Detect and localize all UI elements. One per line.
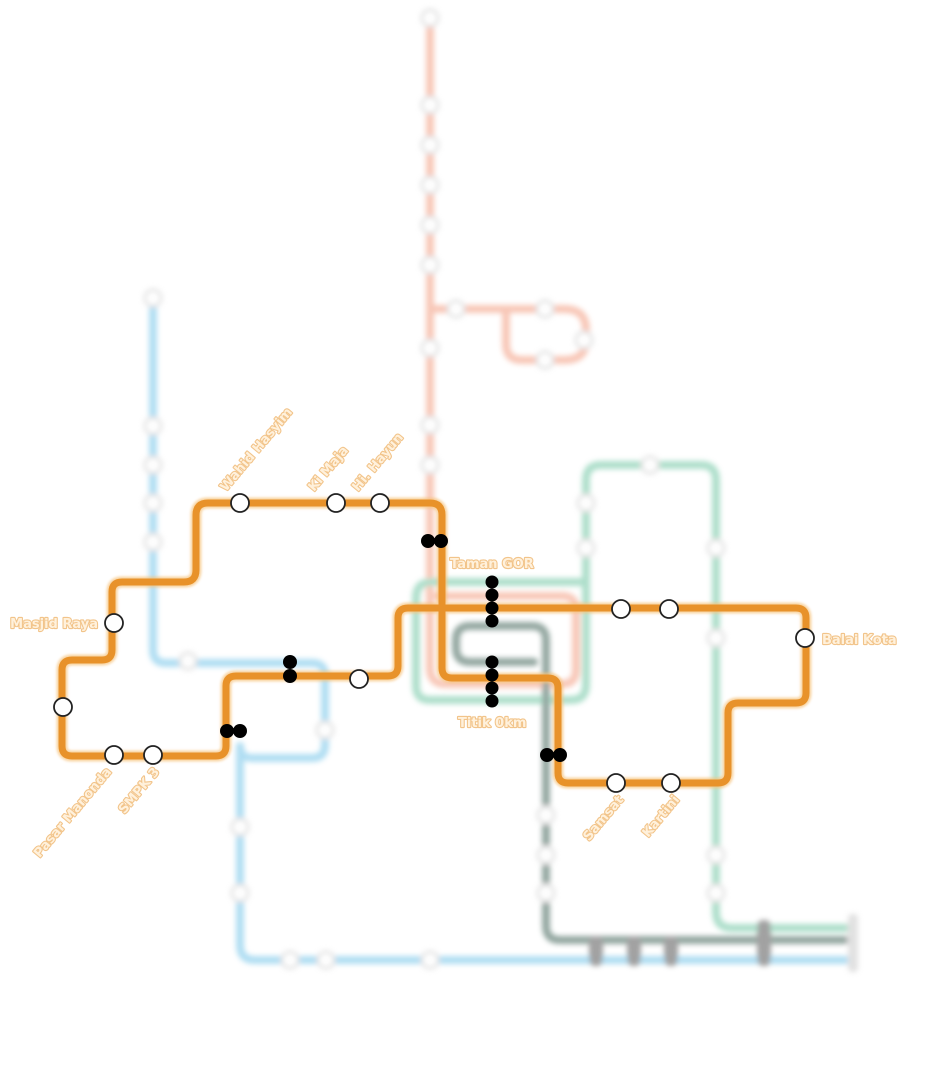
transfer-titik-0km[interactable] [485, 655, 499, 708]
background-stations [143, 8, 726, 970]
station-smpk3[interactable] [143, 745, 163, 765]
label-pasar-manonda: Pasar Manonda [31, 765, 115, 861]
label-ki-maja: Ki Maja [306, 444, 352, 495]
label-titik-0km: Titik 0km [458, 716, 526, 731]
station-ki-maja[interactable] [326, 493, 346, 513]
red-line-route [426, 14, 580, 688]
transfer-taman-gor[interactable] [485, 575, 499, 628]
station-samsat[interactable] [606, 773, 626, 793]
label-masjid-raya: Masjid Raya [10, 617, 98, 632]
label-taman-gor: Taman GOR [450, 557, 534, 572]
station-unnamed-center[interactable] [349, 669, 369, 689]
station-unnamed-west[interactable] [53, 697, 73, 717]
station-unnamed-east-2[interactable] [659, 599, 679, 619]
label-kartini: Kartini [640, 793, 683, 841]
terminal-bar [848, 914, 858, 972]
station-kartini[interactable] [661, 773, 681, 793]
transfer-southeast[interactable] [540, 748, 567, 762]
background-lines [143, 8, 858, 972]
station-wahid-hasyim[interactable] [230, 493, 250, 513]
label-wahid-hasyim: Wahid Hasyim [218, 405, 296, 494]
focus-stations [53, 493, 815, 793]
label-balai-kota: Balai Kota [822, 633, 897, 648]
station-pasar-manonda[interactable] [104, 745, 124, 765]
transfer-north[interactable] [421, 534, 448, 548]
station-balai-kota[interactable] [795, 628, 815, 648]
background-transfers [589, 920, 771, 966]
transfer-southwest[interactable] [220, 724, 247, 738]
transfer-center[interactable] [283, 655, 297, 683]
label-samsat: Samsat [581, 793, 627, 844]
red-line-branch [426, 305, 590, 364]
station-hi-hayun[interactable] [370, 493, 390, 513]
label-smpk3: SMPK 3 [116, 765, 163, 817]
focus-line [56, 497, 812, 789]
focus-line-route [58, 499, 810, 787]
dark-line-route [452, 622, 856, 944]
station-masjid-raya[interactable] [104, 613, 124, 633]
label-hi-hayun: Hi. Hayun [350, 431, 407, 495]
green-line-route [412, 461, 856, 932]
station-unnamed-east-1[interactable] [611, 599, 631, 619]
blue-line-route [149, 294, 856, 964]
